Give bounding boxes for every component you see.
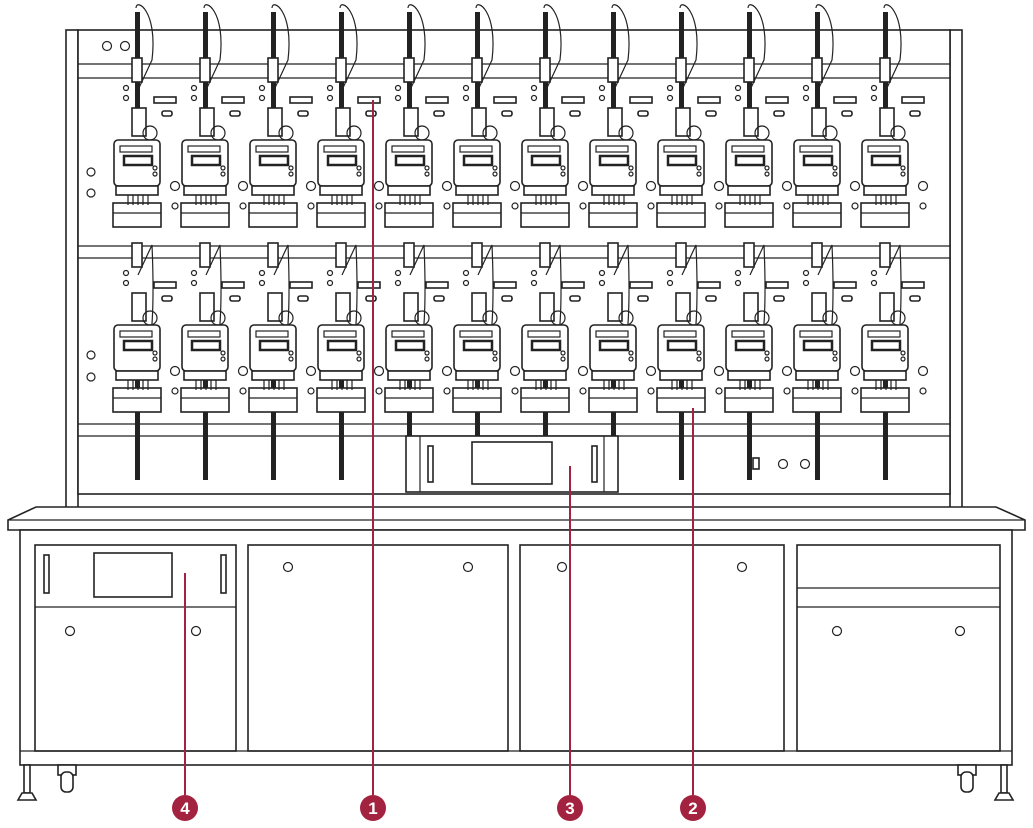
svg-text:4: 4 [180,799,190,818]
upper-frame [65,29,963,509]
meter-unit [588,4,657,228]
test-terminal-block [112,387,162,413]
test-terminal-block [384,387,434,413]
meter-unit [112,4,181,228]
caster-wheel [57,764,77,793]
svg-text:3: 3 [565,799,574,818]
test-terminal-block [656,202,706,228]
meter-unit [384,4,453,228]
meter-unit [384,242,453,480]
door-knob[interactable] [190,625,202,637]
test-terminal-block [860,202,910,228]
meter-mounting-panel [112,4,929,480]
test-terminal-block [724,387,774,413]
door-knob[interactable] [64,625,76,637]
indicator-light [777,458,789,470]
callout-3: 3 [557,466,583,821]
test-terminal-block [384,202,434,228]
cabinet-control-display [93,552,173,598]
meter-unit [112,242,181,480]
base-cabinet [16,529,1015,801]
test-terminal-block [180,387,230,413]
test-terminal-block [724,202,774,228]
door-knob[interactable] [954,625,966,637]
test-terminal-block [792,387,842,413]
meter-unit [248,4,317,228]
test-terminal-block [860,387,910,413]
meter-unit [520,4,589,228]
test-terminal-block [452,202,502,228]
door-knob[interactable] [282,561,294,573]
test-terminal-block [656,387,706,413]
meter-unit [860,242,929,480]
caster-wheel [957,764,977,793]
meter-unit [724,242,793,480]
meter-unit [792,4,861,228]
test-terminal-block [316,387,366,413]
meter-unit [452,4,521,228]
test-terminal-block [520,202,570,228]
test-terminal-block [180,202,230,228]
test-terminal-block [452,387,502,413]
door-knob[interactable] [556,561,568,573]
meter-unit [656,242,725,480]
meter-unit [588,242,657,480]
door-knob[interactable] [736,561,748,573]
upper-control-display [471,441,553,485]
door-knob[interactable] [831,625,843,637]
meter-unit [724,4,793,228]
indicator-light [799,458,811,470]
upper-control-unit [405,435,811,493]
test-terminal-block [112,202,162,228]
test-terminal-block [588,387,638,413]
svg-text:2: 2 [688,799,697,818]
callout-4: 4 [172,573,198,821]
meter-unit [452,242,521,480]
test-terminal-block [316,202,366,228]
meter-unit [316,242,385,480]
test-terminal-block [248,387,298,413]
svg-text:1: 1 [368,799,377,818]
meter-unit [316,4,385,228]
meter-unit [180,242,249,480]
callout-1: 1 [360,100,386,821]
meter-unit [860,4,929,228]
meter-unit [520,242,589,480]
meter-unit [792,242,861,480]
meter-unit [180,4,249,228]
meter-unit [656,4,725,228]
power-switch[interactable] [752,457,760,470]
test-terminal-block [792,202,842,228]
tabletop [7,506,1026,531]
test-terminal-block [588,202,638,228]
test-terminal-block [520,387,570,413]
test-terminal-block [248,202,298,228]
callout-2: 2 [680,408,706,821]
meter-unit [248,242,317,480]
door-knob[interactable] [462,561,474,573]
